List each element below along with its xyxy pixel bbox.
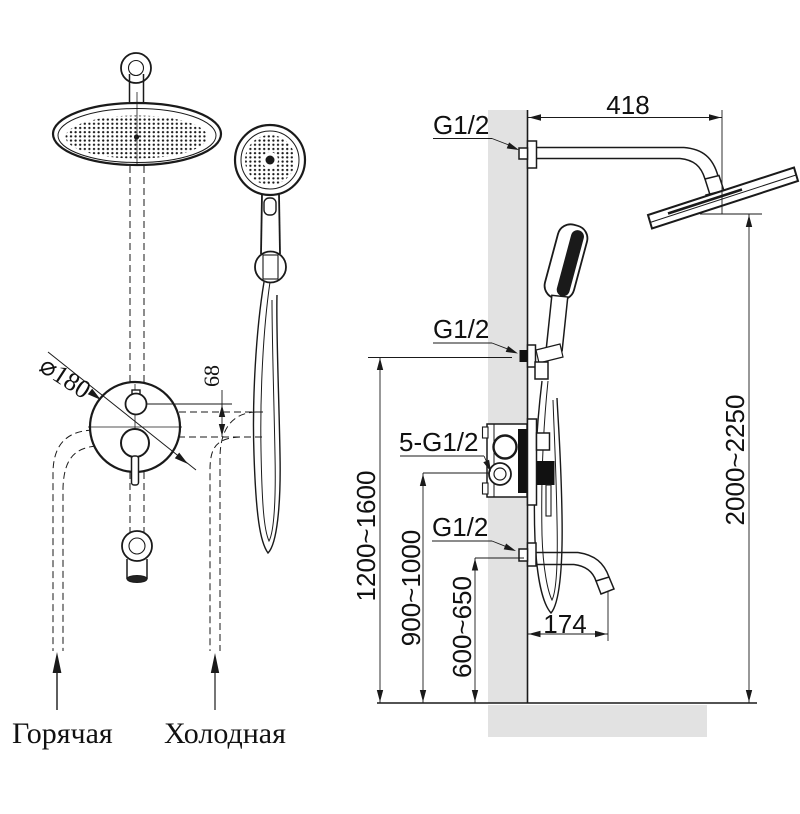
tub-spout <box>518 542 615 595</box>
holder-nipple <box>519 350 528 362</box>
dim-arm-length: 418 <box>606 90 650 120</box>
mixer-valve <box>88 380 182 486</box>
shower-arm <box>518 140 732 206</box>
dim-spout-reach: 174 <box>543 609 587 639</box>
dimension-lines <box>368 110 762 703</box>
port-label-spout: G1/2 <box>432 512 489 542</box>
dim-port-offset: 68 <box>199 365 224 387</box>
shower-holder <box>254 250 287 284</box>
leader-lines <box>400 138 519 551</box>
cold-arrow <box>210 653 220 710</box>
dim-overall-height: 2000~2250 <box>720 394 750 526</box>
offset-dimension <box>146 390 232 437</box>
hand-shower <box>233 123 307 284</box>
valve-port-bottom <box>488 462 512 486</box>
port-label-handshower: G1/2 <box>433 314 490 344</box>
shower-hose <box>252 281 281 555</box>
valve-port-top <box>492 434 518 460</box>
mixer-lever <box>130 455 140 486</box>
rain-shower-head <box>51 92 223 167</box>
dim-spout-height: 600~650 <box>447 576 477 678</box>
port-label-top: G1/2 <box>433 110 490 140</box>
dim-valve-height: 900~1000 <box>396 529 426 647</box>
cold-water-label: Холодная <box>164 717 286 750</box>
diameter-dimension <box>47 351 197 471</box>
holder-arm <box>535 343 564 364</box>
hot-arrow <box>52 652 62 710</box>
spout-escutcheon <box>121 530 153 583</box>
hot-water-label: Горячая <box>12 717 113 750</box>
concealed-valve <box>481 418 555 517</box>
hand-shower-side <box>519 223 589 380</box>
rain-head-side <box>646 166 800 230</box>
wall-section <box>377 110 757 737</box>
right-view <box>368 110 800 703</box>
riser-pipe-dashed <box>129 166 145 532</box>
left-view <box>47 52 307 710</box>
port-label-valve: 5-G1/2 <box>399 427 479 457</box>
arm-escutcheon <box>120 52 152 104</box>
dim-handshower-height: 1200~1600 <box>351 470 381 602</box>
